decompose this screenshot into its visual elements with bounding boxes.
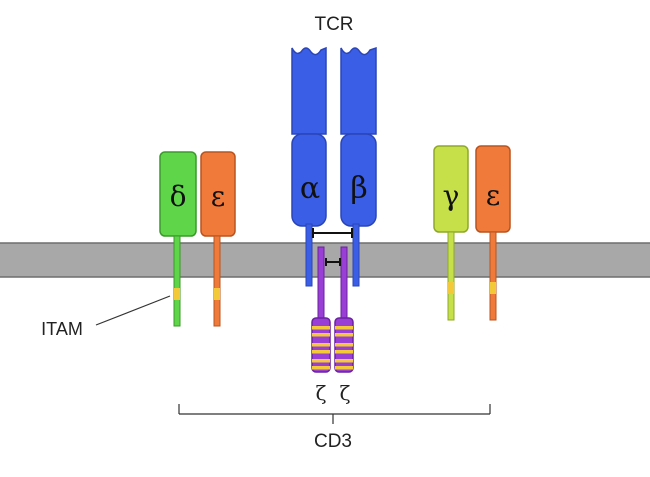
epsilon-right-label: ε xyxy=(486,179,501,212)
tcr-alpha-variable-domain xyxy=(291,46,327,135)
zeta-left-itam-2 xyxy=(312,333,330,337)
zeta-right-itam-4 xyxy=(335,350,353,354)
tcr-alpha-chain xyxy=(291,46,327,287)
itam-pointer-line xyxy=(95,295,171,326)
delta-label: δ xyxy=(170,180,187,213)
alpha-beta-disulfide-bond xyxy=(312,228,353,238)
tcr-beta-transmembrane xyxy=(352,223,360,287)
zeta-right-chain xyxy=(334,246,354,373)
epsilon-left-label: ε xyxy=(211,180,226,213)
zeta-left-stalk xyxy=(317,246,325,322)
zeta-right-itam-3 xyxy=(335,343,353,347)
zeta-left-label: ζ xyxy=(316,381,327,405)
alpha-label: α xyxy=(300,171,320,206)
cd3-delta-itam xyxy=(174,288,180,300)
cd3-label: CD3 xyxy=(314,431,352,452)
zeta-right-itam-1 xyxy=(335,326,353,330)
zeta-left-itam-5 xyxy=(312,359,330,363)
cd3-epsilon-right-itam xyxy=(490,282,496,294)
zeta-right-stalk xyxy=(340,246,348,322)
zeta-left-itam-1 xyxy=(312,326,330,330)
zeta-left-itam-4 xyxy=(312,350,330,354)
cd3-delta-chain xyxy=(159,151,197,327)
zeta-left-itam-6 xyxy=(312,366,330,370)
cd3-gamma-itam xyxy=(448,282,454,294)
cd3-gamma-chain xyxy=(433,145,469,321)
cd3-delta-stalk xyxy=(173,235,181,327)
tcr-label: TCR xyxy=(314,14,353,35)
zeta-left-itam-3 xyxy=(312,343,330,347)
zeta-right-itam-5 xyxy=(335,359,353,363)
zeta-right-label: ζ xyxy=(340,381,351,405)
tcr-beta-chain xyxy=(340,46,377,287)
cd3-epsilon-right-chain xyxy=(475,145,511,321)
cd3-epsilon-left-chain xyxy=(200,151,236,327)
tcr-beta-variable-domain xyxy=(340,46,377,135)
itam-label: ITAM xyxy=(41,319,83,339)
zeta-right-itam-6 xyxy=(335,366,353,370)
zeta-left-chain xyxy=(311,246,331,373)
zeta-right-itam-2 xyxy=(335,333,353,337)
cd3-epsilon-left-itam xyxy=(214,288,220,300)
cd3-bracket xyxy=(178,404,491,424)
cd3-gamma-stalk xyxy=(447,231,455,321)
cd3-epsilon-left-stalk xyxy=(213,235,221,327)
zeta-disulfide-bond xyxy=(325,258,341,266)
gamma-label: γ xyxy=(443,179,460,212)
beta-label: β xyxy=(350,171,367,206)
cd3-epsilon-right-stalk xyxy=(489,231,497,321)
tcr-alpha-transmembrane xyxy=(305,223,313,287)
